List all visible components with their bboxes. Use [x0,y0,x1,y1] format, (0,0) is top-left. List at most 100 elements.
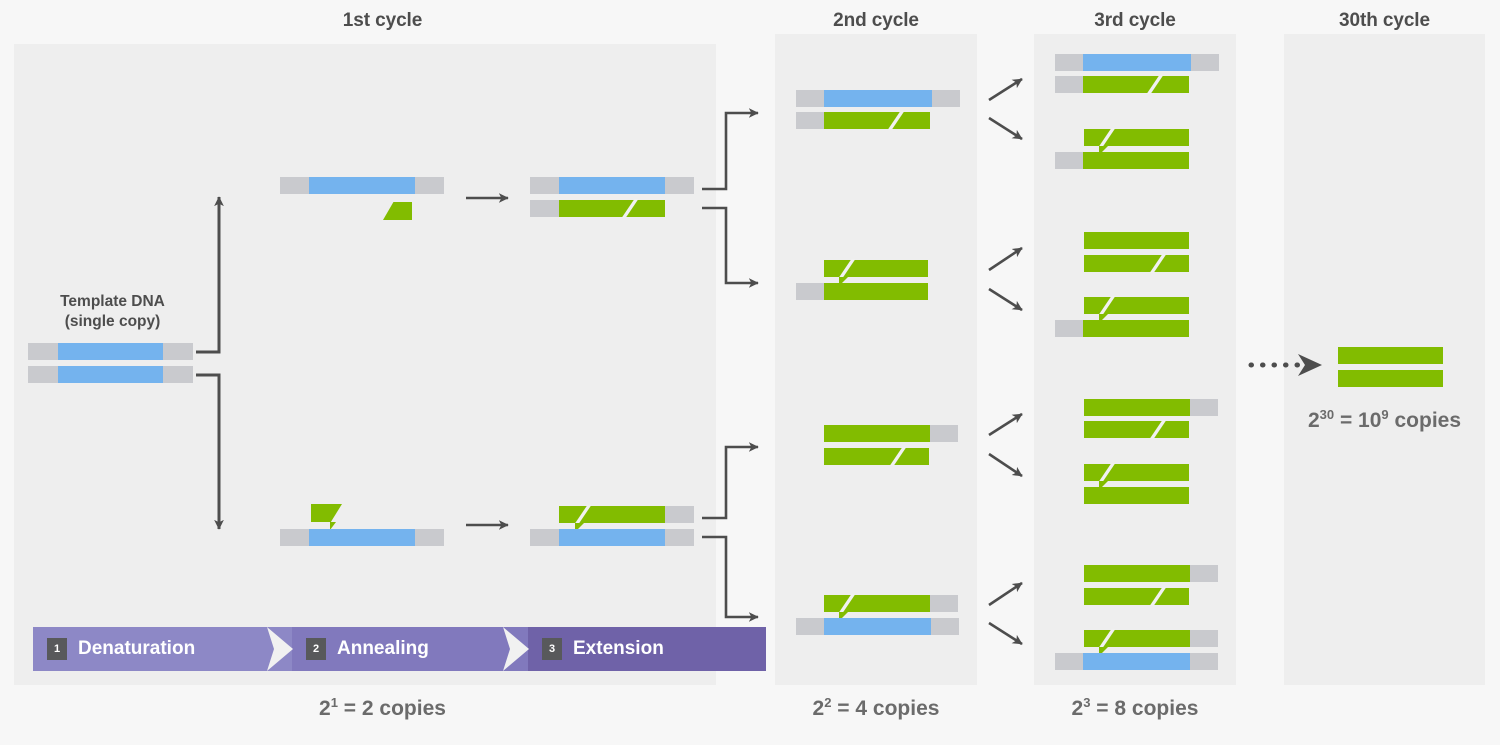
strand-end-right [665,529,694,546]
c3-b1-strand-2 [1084,254,1189,273]
chevron-right-icon [503,627,529,671]
strand-new-body [1083,152,1189,169]
step-denaturation[interactable]: 1 Denaturation [33,627,293,671]
strand-end-right [930,595,958,612]
arrow-c2b-to-c3b1 [988,246,1023,272]
strand-junction-nub [839,277,848,286]
step-label: Denaturation [78,638,196,659]
arrow-c2d-to-c3d1 [988,581,1023,607]
final-copies-mid: = 10 [1334,409,1382,432]
copies-base-1: 2 [319,697,331,720]
strand-end-left [796,90,824,107]
copies-text-3: = 8 copies [1090,697,1199,720]
strand-end-right [163,366,193,383]
c3-b2-strand-1 [1084,296,1189,323]
strand-end-left [796,283,824,300]
strand-end-right [665,506,694,523]
strand-end-left [796,618,824,635]
strand-template-body [559,529,665,546]
cycle-title-2: 2nd cycle [833,10,919,31]
strand-new-body [1084,588,1189,605]
strand-junction-nub [1099,481,1108,490]
c3-c1-strand-2 [1084,420,1189,439]
c1-upper-product-template [530,177,694,194]
c3-a2-strand-1 [1084,128,1189,155]
copies-label-cycle1: 21 = 2 copies [265,695,500,721]
template-strand-bottom [28,366,193,383]
copies-exp-1: 1 [330,695,338,710]
strand-end-left [530,529,559,546]
strand-end-left [28,343,58,360]
strand-end-right [1190,630,1218,647]
copies-exp-3: 3 [1083,695,1091,710]
c1-upper-product-new [530,199,665,218]
strand-end-right [932,90,960,107]
strand-template-body [309,529,415,546]
strand-junction-nub [1099,146,1108,155]
strand-end-left [1055,320,1083,337]
strand-end-left [28,366,58,383]
step-label: Extension [573,638,664,659]
strand-template-body [1083,54,1191,71]
step-number-badge: 1 [47,638,67,660]
c3-a1-strand-2 [1055,75,1189,94]
final-copies-tail: copies [1388,409,1462,432]
c2-a-strand-1 [796,90,960,107]
arrow-c2a-to-c3a2 [988,116,1023,141]
arrow-c2d-to-c3d2 [988,621,1023,646]
strand-junction-nub [839,612,848,621]
template-dna-caption: Template DNA (single copy) [20,292,205,332]
copies-label-cycle3: 23 = 8 copies [1034,695,1236,721]
strand-template-body [58,366,163,383]
c3-b1-strand-1 [1084,232,1189,249]
strand-end-left [1055,76,1083,93]
strand-new-body [559,200,665,217]
strand-template-body [309,177,415,194]
c3-c2-strand-2 [1084,487,1189,504]
strand-end-right [1190,399,1218,416]
strand-end-right [1190,653,1218,670]
strand-end-right [1190,565,1218,582]
c3-a1-strand-1 [1055,54,1219,71]
step-annealing[interactable]: 2 Annealing [292,627,529,671]
strand-new-body [1338,370,1443,387]
strand-new-body [1084,255,1189,272]
copies-exp-2: 2 [824,695,832,710]
c30-strand-2 [1338,370,1443,387]
strand-end-right [1191,54,1219,71]
strand-end-right [931,618,959,635]
strand-end-left [1055,54,1083,71]
c2-d-strand-1 [824,594,958,621]
strand-new-body [1084,565,1190,582]
arrow-c2c-to-c3c2 [988,452,1023,478]
template-caption-line1: Template DNA [60,293,165,310]
arrow-c2a-to-c3a1 [988,77,1023,102]
strand-junction-nub [575,523,584,532]
copies-text-2: = 4 copies [831,697,940,720]
template-caption-line2: (single copy) [64,312,161,330]
cycle-title-1: 1st cycle [342,10,423,31]
strand-end-right [930,425,958,442]
final-copies-exp: 30 [1319,407,1335,422]
c3-d2-strand-2 [1055,653,1218,670]
strand-end-right [163,343,193,360]
strand-new-body [559,506,665,523]
c30-strand-1 [1338,347,1443,364]
c1-lower-primer-tail [330,522,336,530]
c2-d-strand-2 [796,618,959,635]
strand-end-right [415,529,444,546]
strand-new-body [1084,487,1189,504]
final-copies-label: 230 = 109 copies [1284,407,1485,433]
strand-end-left [530,177,559,194]
strand-end-left [1055,152,1083,169]
strand-end-left [280,529,309,546]
arrow-c2c-to-c3c1 [988,412,1023,437]
c2-c-strand-2 [824,447,929,466]
c3-d1-strand-2 [1084,587,1189,606]
final-copies-base: 2 [1307,409,1320,432]
c2-c-strand-1 [824,425,958,442]
step-extension[interactable]: 3 Extension [528,627,766,671]
strand-template-body [559,177,665,194]
strand-new-body [1338,347,1443,364]
